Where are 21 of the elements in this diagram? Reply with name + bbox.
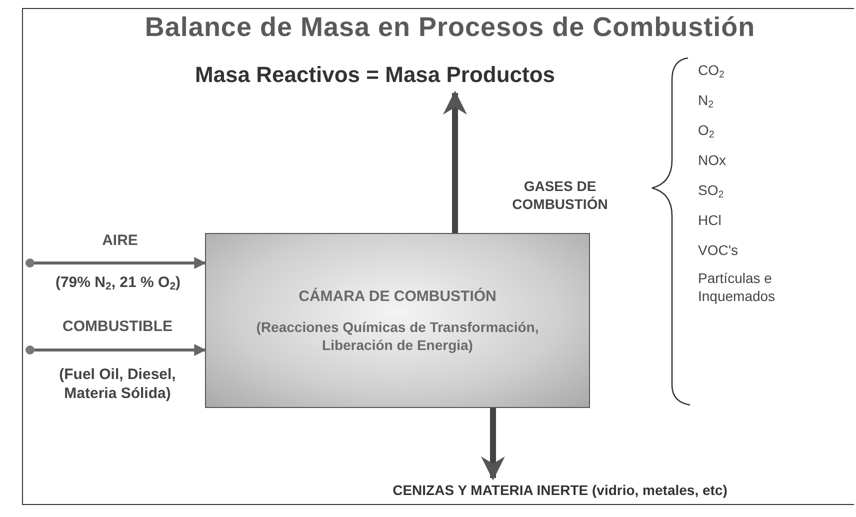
- box-description: (Reacciones Químicas de Transformación, Liberación de Energia): [255, 318, 540, 354]
- gas-list-item: O$_{2}$: [698, 122, 714, 140]
- gas-list-item: NOx: [698, 152, 726, 170]
- title: Balance de Masa en Procesos de Combustión: [144, 12, 756, 43]
- flow-note: GASES DE COMBUSTIÓN: [511, 178, 609, 213]
- node-text: CENIZAS Y MATERIA INERTE (vidrio, metales, etc): [392, 480, 728, 500]
- gas-list-item: VOC's: [698, 242, 738, 260]
- gas-list-item: CO$_{2}$: [698, 62, 724, 80]
- flow-note: (79% N$_{2}$, 21 % O$_{2}$): [54, 274, 182, 293]
- gas-list-item: SO$_{2}$: [698, 182, 724, 200]
- arrow: [443, 90, 467, 233]
- box-heading: CÁMARA DE COMBUSTIÓN: [298, 286, 496, 306]
- gas-list-item: HCl: [698, 212, 722, 230]
- gas-list-item: N$_{2}$: [698, 92, 714, 110]
- flow-note: (Fuel Oil, Diesel, Materia Sólida): [58, 366, 177, 404]
- arrow: [481, 408, 505, 480]
- node-text: Masa Reactivos = Masa Productos: [194, 60, 556, 89]
- gas-list-item: Partículas e Inquemados: [698, 270, 776, 305]
- arrow: [26, 257, 206, 269]
- combustion-chamber-box: [205, 233, 590, 408]
- arrow: [26, 344, 206, 356]
